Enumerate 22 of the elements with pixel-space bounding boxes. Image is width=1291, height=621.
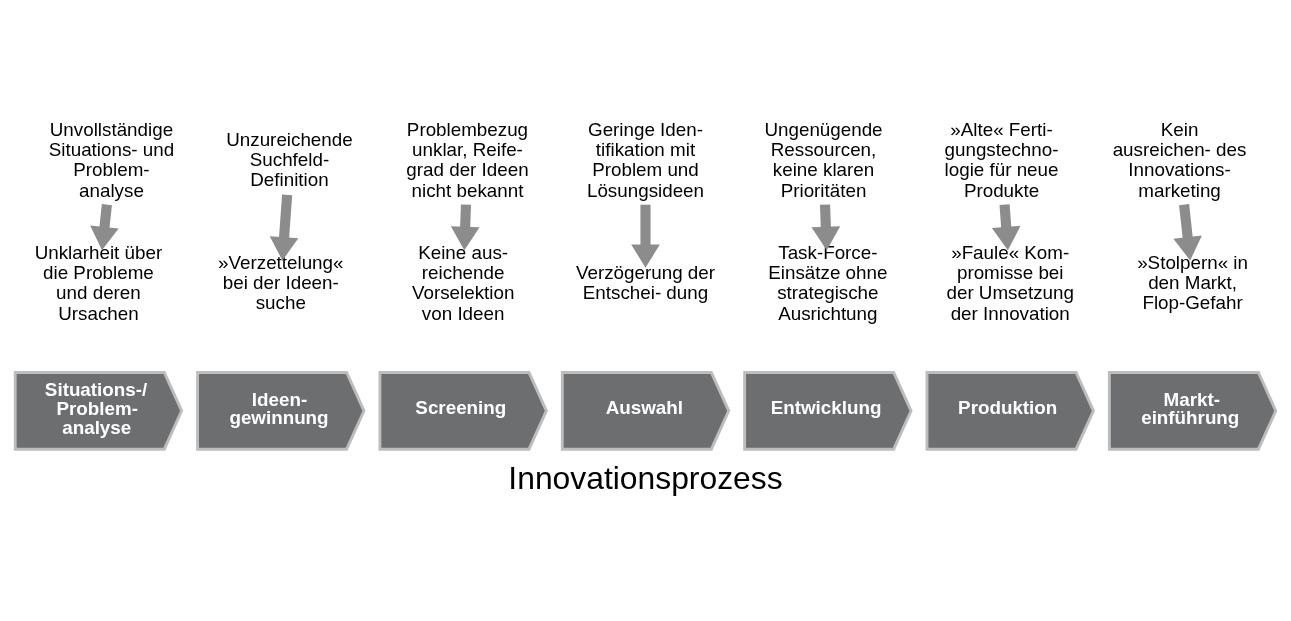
arrow — [991, 203, 1021, 250]
node-text: »Verzettelung« bei der Ideen- suche — [218, 251, 344, 313]
node-text: Verzögerung der Entschei- dung — [576, 261, 715, 303]
node-text: »Stolpern« in den Markt, Flop-Gefahr — [1137, 251, 1248, 313]
arrow — [1173, 203, 1202, 260]
diagram-title: Innovationsprozess — [508, 459, 783, 496]
arrow — [450, 204, 480, 250]
arrow — [269, 194, 299, 261]
arrow — [631, 204, 660, 268]
arrow — [811, 204, 841, 250]
node-text: Problembezug unklar, Reife- grad der Ideen nicht bekannt — [406, 118, 529, 201]
node-text: Unklarheit über die Probleme und deren Ursachen — [34, 241, 163, 324]
node-text: Geringe Iden- tifikation mit Problem und Lösungsideen — [586, 118, 705, 201]
node-text: »Alte« Ferti- gungstechno- logie für neue Produkte — [944, 118, 1059, 201]
arrow — [90, 203, 119, 250]
node-text: Task-Force- Einsätze ohne strategische Ausrichtung — [768, 241, 888, 324]
node-text: Unvollständige Situations- und Problem- analyse — [48, 118, 175, 201]
node-text: Unzureichende Suchfeld- Definition — [226, 128, 353, 190]
node-text: »Faule« Kom- promisse bei der Umsetzung der Innovation — [946, 241, 1074, 324]
node-text: Ungenügende Ressourcen, keine klaren Prioritäten — [764, 118, 883, 201]
node-text: Kein ausreichen- des Innovations- marketing — [1112, 118, 1247, 201]
node-text: Keine aus- reichende Vorselektion von Ideen — [411, 241, 515, 324]
